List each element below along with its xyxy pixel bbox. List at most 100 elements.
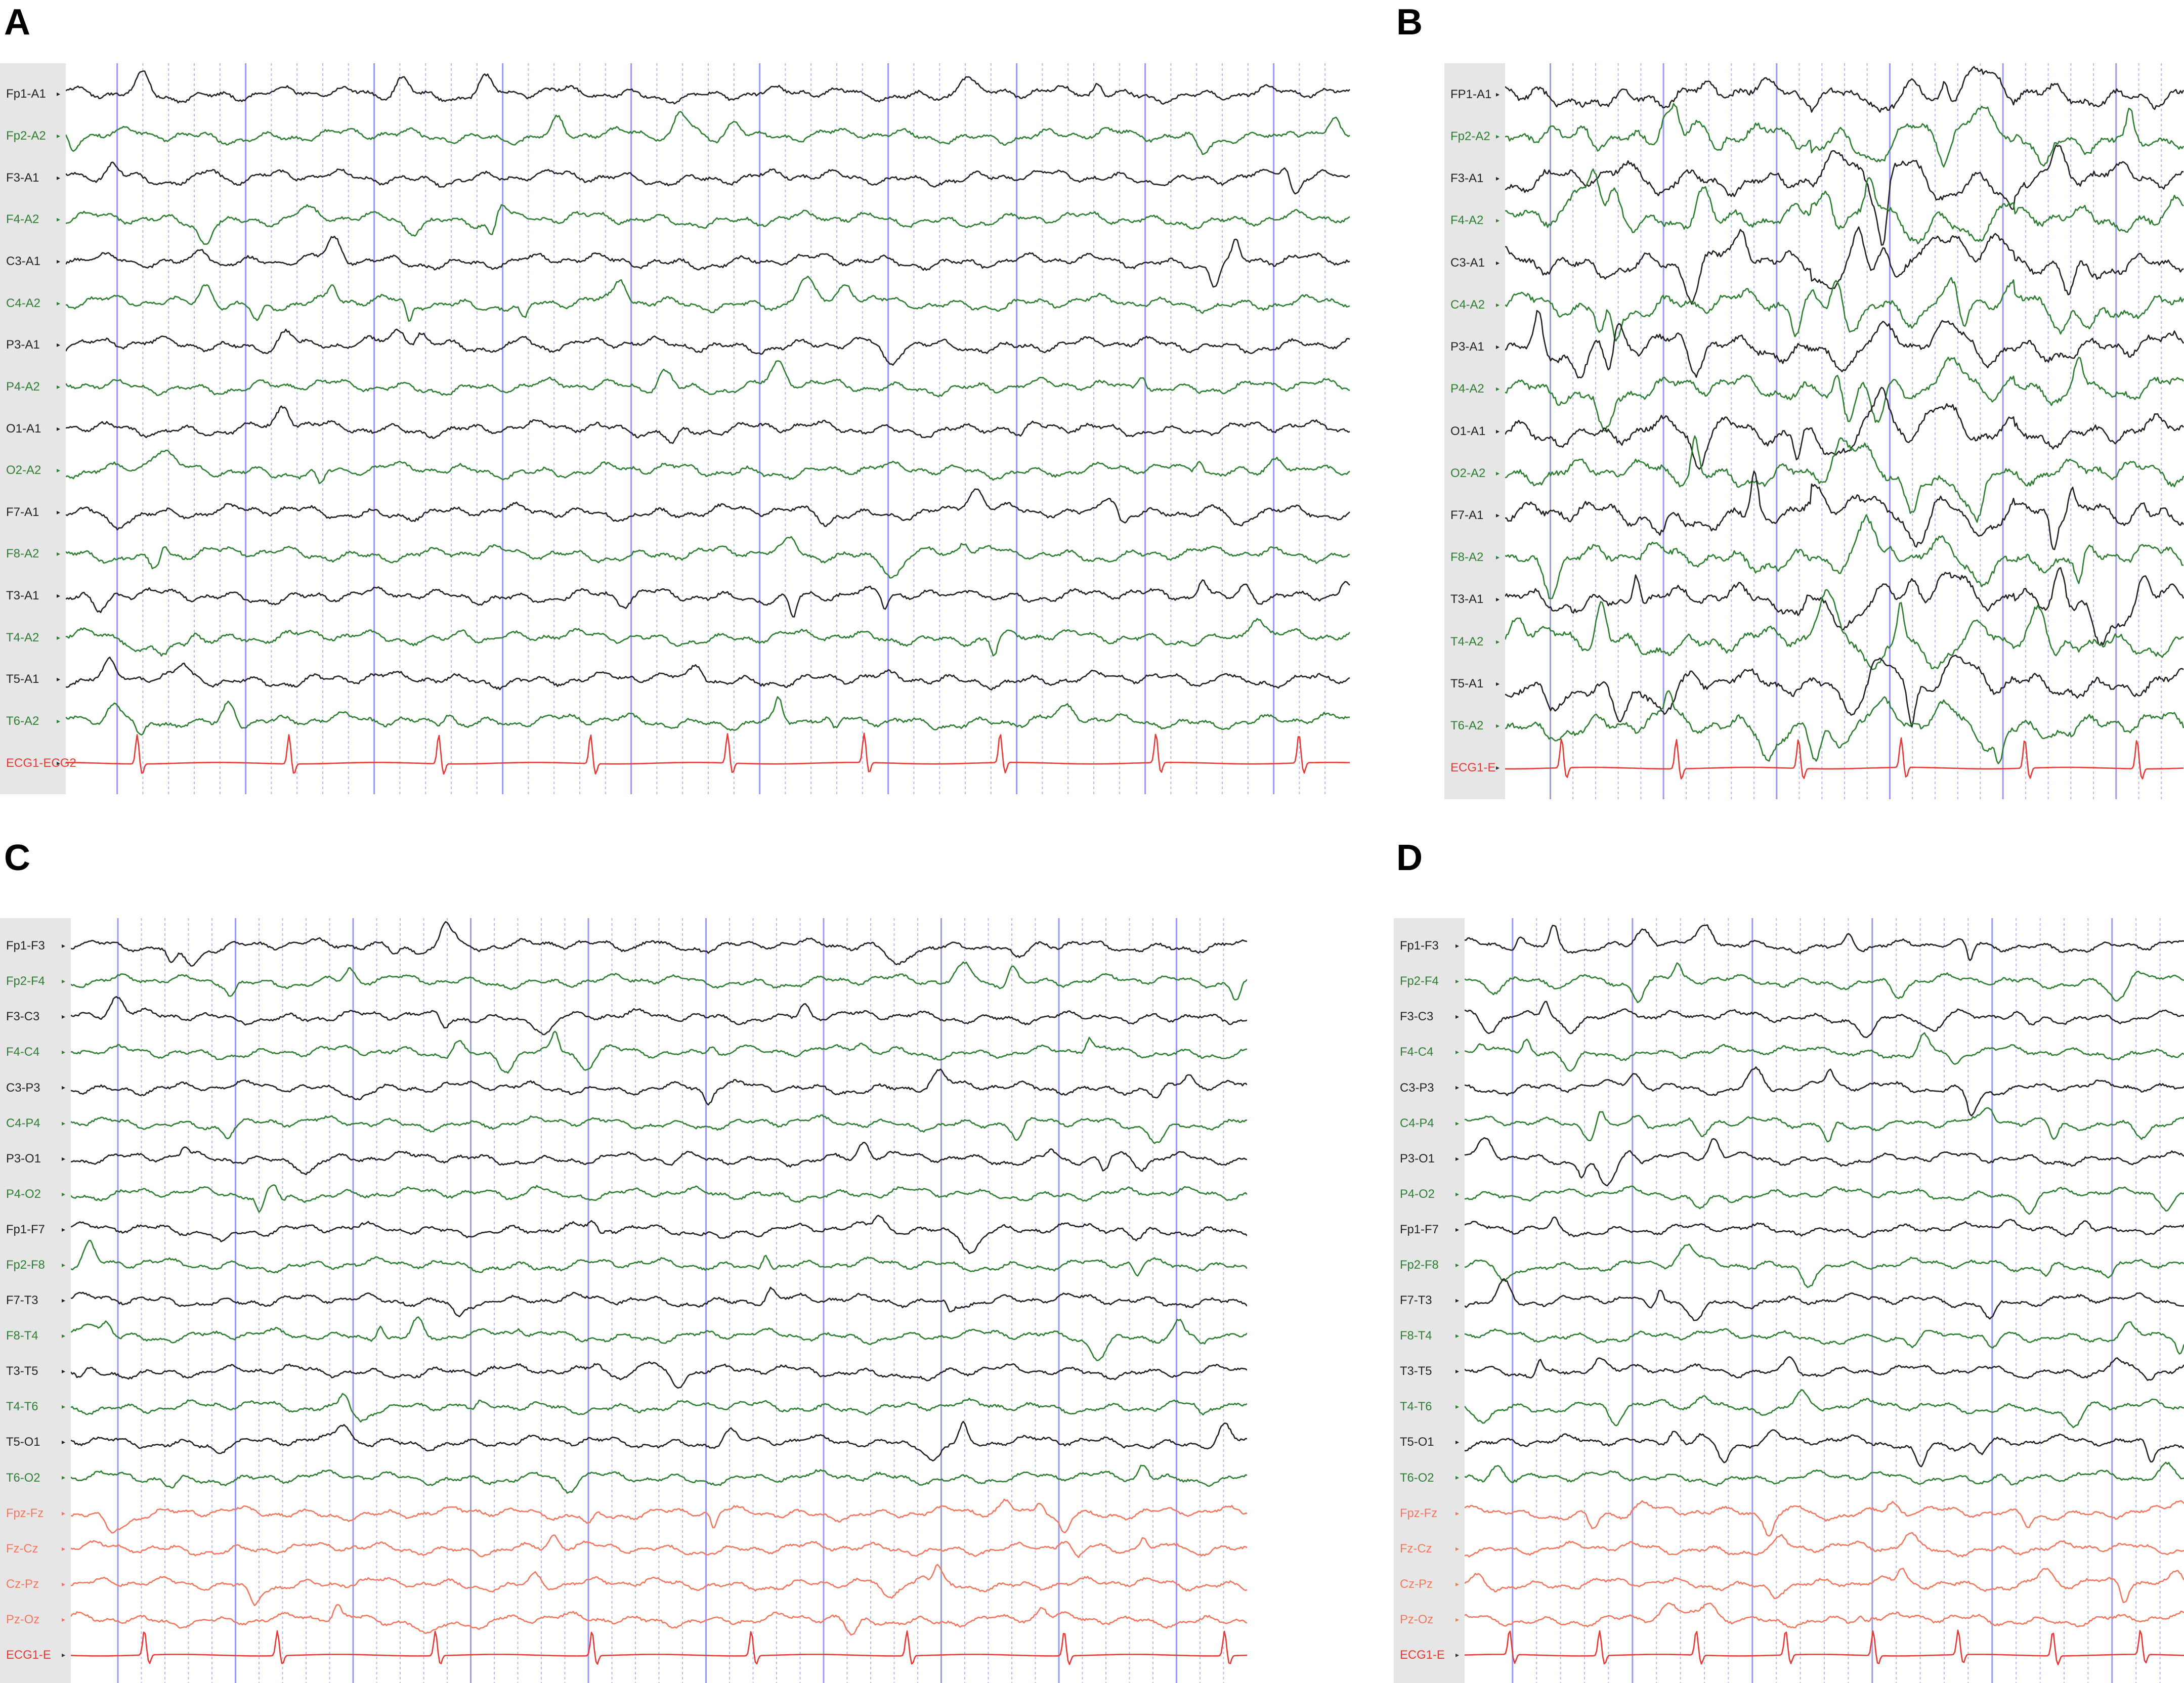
eeg-trace bbox=[1465, 1278, 2184, 1321]
channel-marker-icon: ▸ bbox=[62, 1615, 66, 1623]
channel-label-gutter: Fp1-F3▸Fp2-F4▸F3-C3▸F4-C4▸C3-P3▸C4-P4▸P3… bbox=[0, 918, 71, 1683]
channel-marker-icon: ▸ bbox=[1455, 1544, 1460, 1552]
eeg-trace bbox=[1505, 567, 2184, 646]
channel-label: Fp1-F7 bbox=[6, 1222, 45, 1236]
channel-marker-icon: ▸ bbox=[57, 591, 61, 600]
channel-marker-icon: ▸ bbox=[57, 131, 61, 140]
eeg-trace bbox=[71, 1184, 1247, 1213]
channel-label: O2-A2 bbox=[6, 463, 41, 478]
channel-marker-icon: ▸ bbox=[62, 1118, 66, 1127]
eeg-trace bbox=[71, 1564, 1247, 1606]
channel-marker-icon: ▸ bbox=[57, 424, 61, 433]
eeg-trace bbox=[66, 204, 1350, 245]
eeg-panel-a: Fp1-A1▸Fp2-A2▸F3-A1▸F4-A2▸C3-A1▸C4-A2▸P3… bbox=[0, 63, 1351, 794]
channel-label: Fp1-F7 bbox=[1400, 1222, 1439, 1236]
channel-marker-icon: ▸ bbox=[57, 758, 61, 767]
ecg-trace bbox=[66, 732, 1350, 775]
channel-label: T4-A2 bbox=[1450, 634, 1484, 649]
eeg-trace bbox=[1465, 962, 2184, 1004]
channel-label: T5-O1 bbox=[1400, 1435, 1434, 1449]
eeg-trace bbox=[1505, 357, 2184, 432]
eeg-trace bbox=[1465, 1321, 2184, 1355]
channel-marker-icon: ▸ bbox=[1496, 468, 1500, 477]
eeg-trace bbox=[1465, 1602, 2184, 1628]
channel-marker-icon: ▸ bbox=[1496, 132, 1500, 140]
channel-label: T3-T5 bbox=[6, 1364, 38, 1378]
channel-marker-icon: ▸ bbox=[1496, 174, 1500, 183]
channel-label: Fz-Cz bbox=[6, 1541, 38, 1556]
channel-marker-icon: ▸ bbox=[1496, 679, 1500, 687]
eeg-trace bbox=[66, 657, 1350, 691]
channel-marker-icon: ▸ bbox=[62, 1189, 66, 1198]
eeg-trace bbox=[1505, 310, 2184, 379]
eeg-trace bbox=[1465, 1356, 2184, 1381]
eeg-trace bbox=[71, 1030, 1247, 1074]
channel-marker-icon: ▸ bbox=[1455, 941, 1460, 950]
channel-marker-icon: ▸ bbox=[1455, 1154, 1460, 1162]
channel-marker-icon: ▸ bbox=[1455, 1260, 1460, 1269]
channel-label: T5-O1 bbox=[6, 1435, 40, 1449]
channel-marker-icon: ▸ bbox=[1455, 1083, 1460, 1092]
ecg-trace bbox=[1505, 737, 2184, 780]
channel-marker-icon: ▸ bbox=[62, 1650, 66, 1659]
channel-label-gutter: FP1-A1▸Fp2-A2▸F3-A1▸F4-A2▸C3-A1▸C4-A2▸P3… bbox=[1444, 63, 1505, 799]
channel-marker-icon: ▸ bbox=[1455, 1296, 1460, 1304]
channel-marker-icon: ▸ bbox=[57, 173, 61, 182]
eeg-trace bbox=[71, 1316, 1247, 1361]
eeg-trace bbox=[66, 236, 1350, 288]
channel-label: T4-T6 bbox=[1400, 1400, 1432, 1414]
channel-label: F3-C3 bbox=[1400, 1010, 1434, 1024]
channel-label: Fp1-F3 bbox=[1400, 939, 1439, 953]
channel-label: Fp1-A1 bbox=[6, 87, 46, 101]
eeg-trace bbox=[71, 1215, 1247, 1255]
channel-marker-icon: ▸ bbox=[62, 1367, 66, 1375]
eeg-trace bbox=[1465, 1461, 2184, 1487]
channel-marker-icon: ▸ bbox=[57, 507, 61, 516]
channel-marker-icon: ▸ bbox=[1496, 300, 1500, 309]
eeg-trace bbox=[66, 405, 1350, 444]
channel-marker-icon: ▸ bbox=[57, 340, 61, 349]
channel-marker-icon: ▸ bbox=[1455, 1615, 1460, 1623]
channel-label: ECG1-ECG2 bbox=[6, 756, 76, 770]
channel-marker-icon: ▸ bbox=[62, 1225, 66, 1233]
eeg-trace bbox=[1505, 514, 2184, 599]
channel-label: F4-C4 bbox=[1400, 1045, 1434, 1059]
channel-marker-icon: ▸ bbox=[1455, 1367, 1460, 1375]
channel-label: F8-A2 bbox=[6, 547, 39, 561]
channel-label: Fp1-F3 bbox=[6, 939, 45, 953]
channel-marker-icon: ▸ bbox=[62, 1544, 66, 1552]
eeg-trace bbox=[1465, 1032, 2184, 1072]
channel-label: F3-A1 bbox=[6, 170, 39, 185]
channel-marker-icon: ▸ bbox=[62, 1402, 66, 1411]
channel-marker-icon: ▸ bbox=[62, 1012, 66, 1021]
panel-letter-d: D bbox=[1396, 838, 1423, 878]
channel-marker-icon: ▸ bbox=[1455, 1225, 1460, 1233]
channel-label: T5-A1 bbox=[1450, 676, 1484, 691]
eeg-trace bbox=[1465, 1568, 2184, 1604]
channel-marker-icon: ▸ bbox=[57, 675, 61, 683]
channel-label: T3-T5 bbox=[1400, 1364, 1432, 1378]
eeg-trace-area bbox=[1505, 63, 2184, 799]
channel-label: F7-A1 bbox=[1450, 508, 1484, 522]
eeg-trace bbox=[66, 696, 1350, 736]
channel-label: P4-A2 bbox=[1450, 382, 1484, 396]
channel-label: T3-A1 bbox=[1450, 592, 1484, 607]
channel-marker-icon: ▸ bbox=[57, 466, 61, 474]
eeg-trace bbox=[71, 1604, 1247, 1636]
channel-marker-icon: ▸ bbox=[1496, 342, 1500, 351]
channel-marker-icon: ▸ bbox=[62, 1260, 66, 1269]
channel-marker-icon: ▸ bbox=[1455, 1438, 1460, 1446]
eeg-trace bbox=[71, 1286, 1247, 1318]
eeg-trace bbox=[66, 328, 1350, 366]
channel-marker-icon: ▸ bbox=[1455, 1189, 1460, 1198]
channel-marker-icon: ▸ bbox=[57, 549, 61, 558]
channel-label: Fp2-F4 bbox=[1400, 974, 1439, 988]
channel-label: ECG1-E bbox=[6, 1648, 51, 1662]
channel-label: F7-T3 bbox=[1400, 1293, 1432, 1308]
channel-label: T6-A2 bbox=[1450, 719, 1484, 733]
channel-label: O1-A1 bbox=[1450, 424, 1486, 438]
channel-label: FP1-A1 bbox=[1450, 87, 1492, 101]
channel-marker-icon: ▸ bbox=[62, 1048, 66, 1056]
channel-marker-icon: ▸ bbox=[1496, 258, 1500, 267]
channel-label: P4-O2 bbox=[6, 1187, 41, 1201]
